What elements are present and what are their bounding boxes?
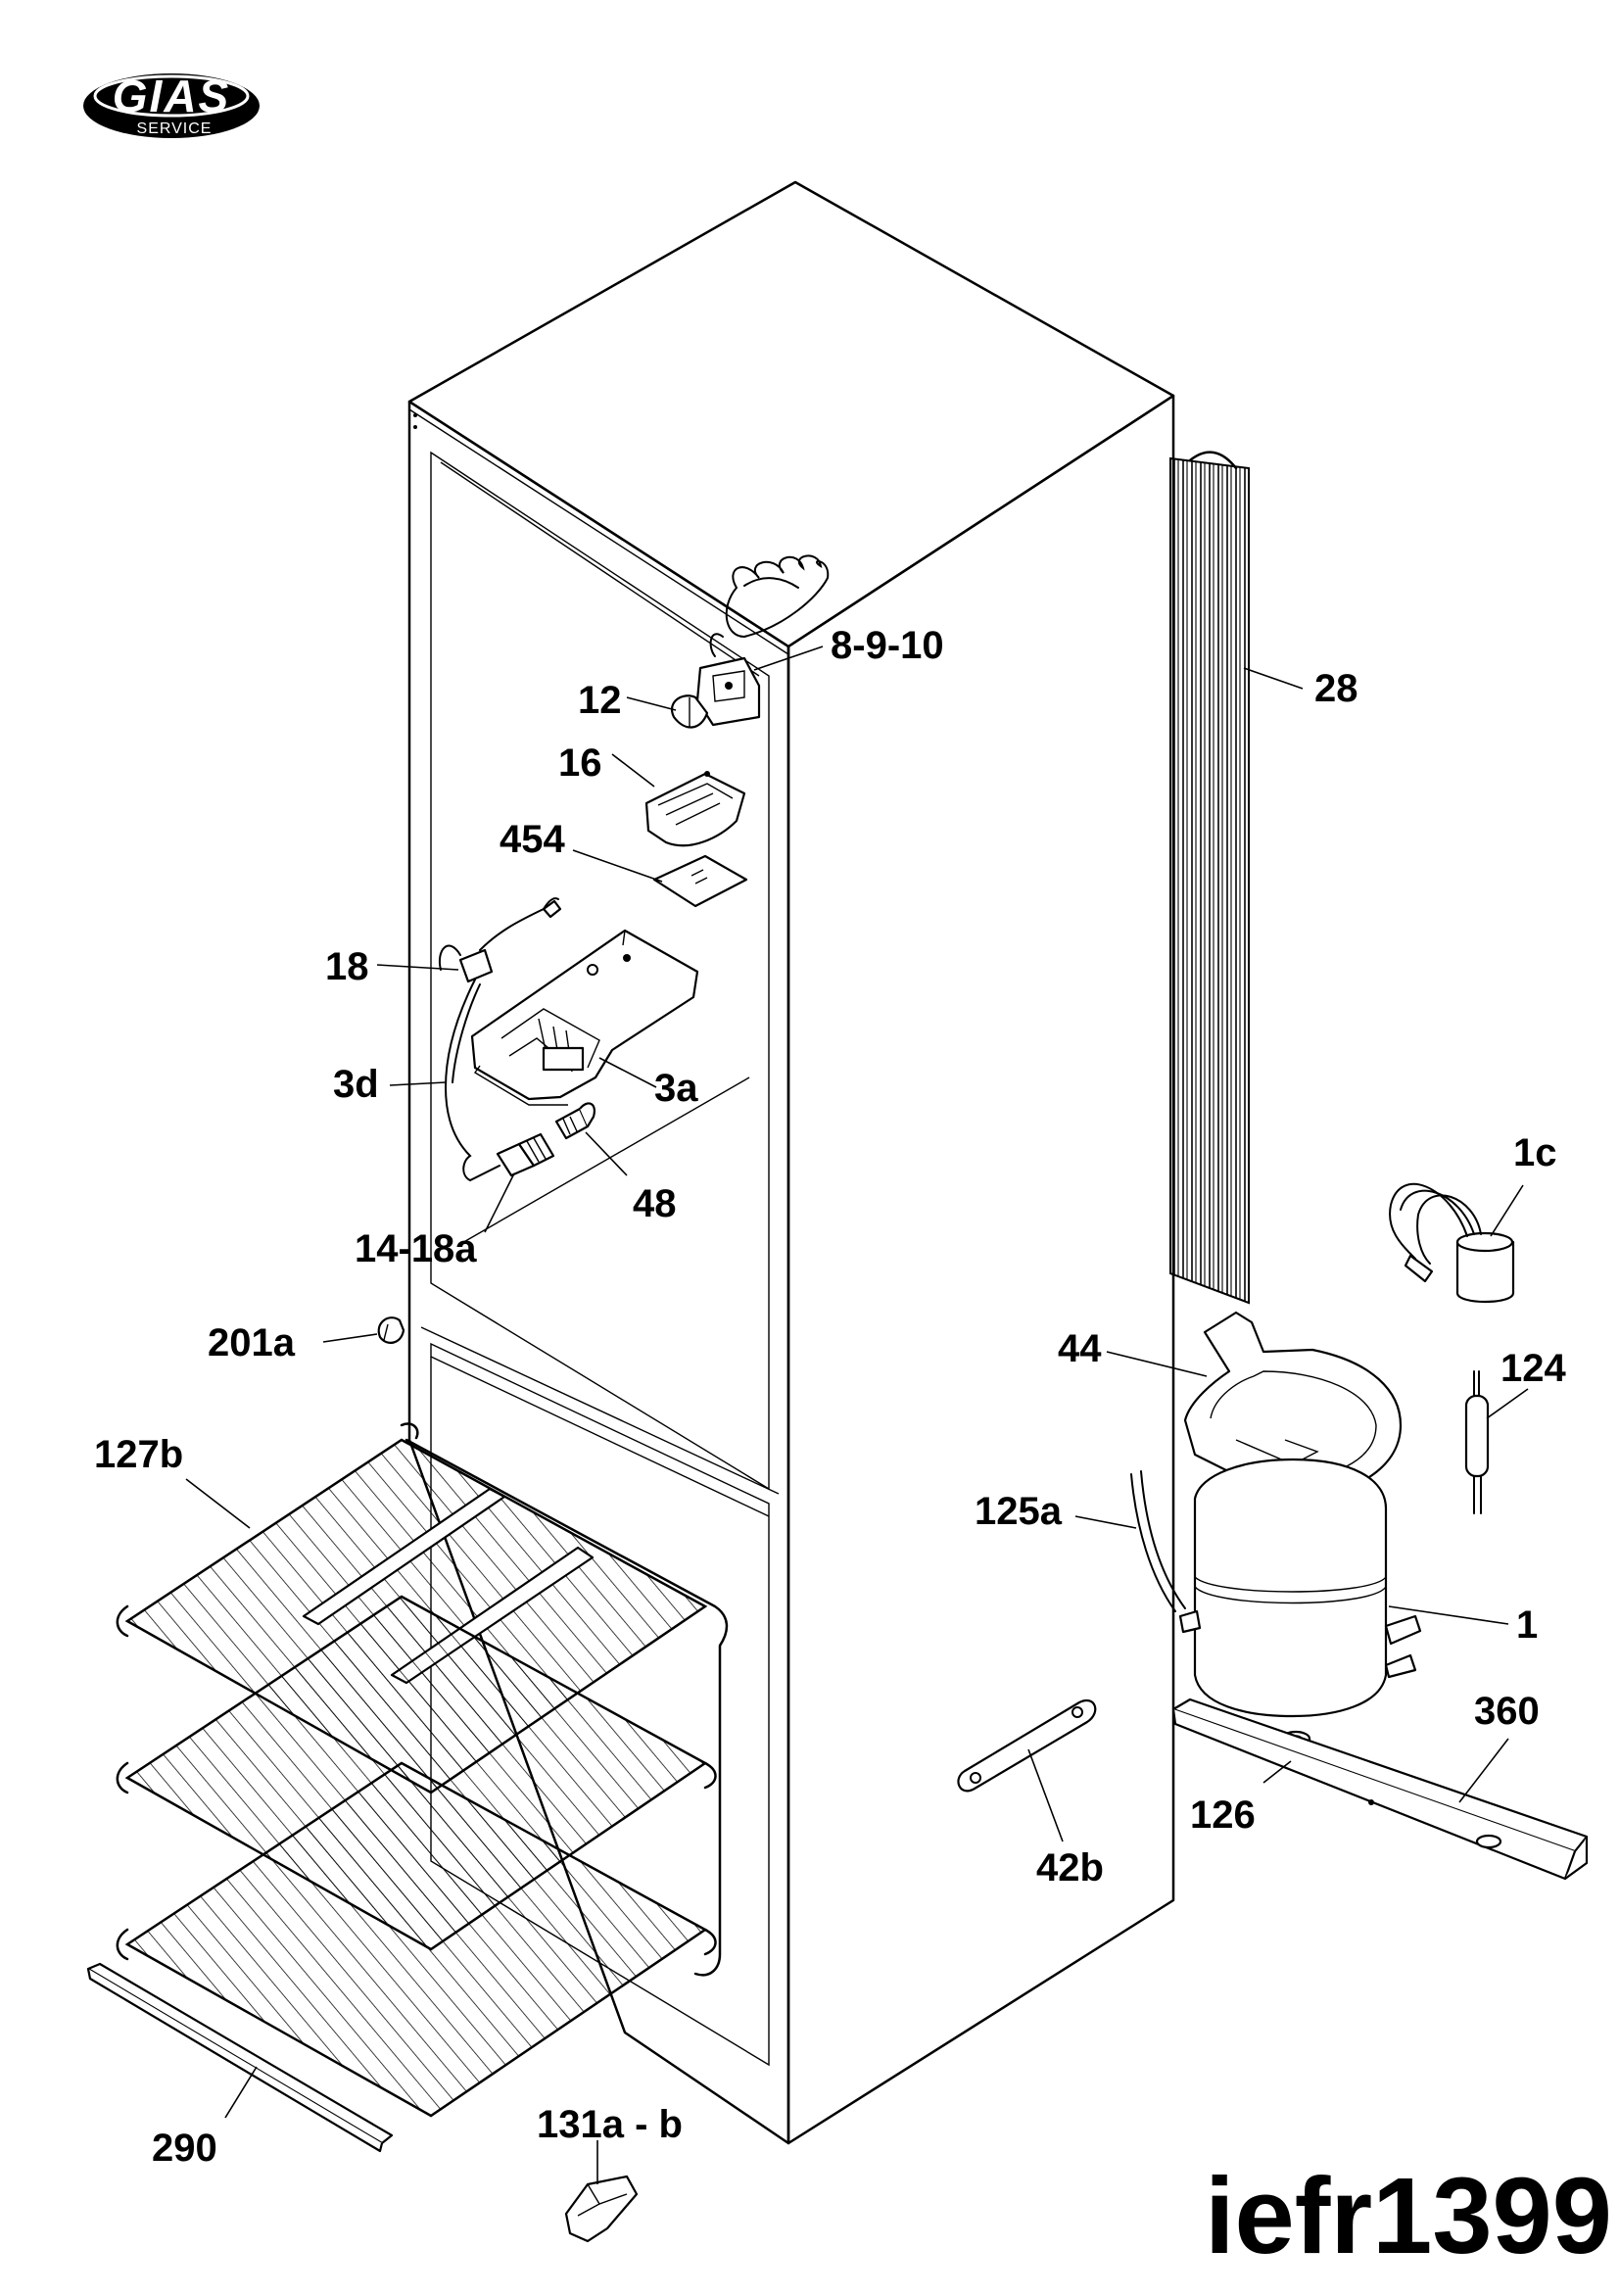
callout-18: 18 — [325, 945, 369, 988]
wire-shelves — [116, 1422, 729, 2118]
callout-8-9-10: 8-9-10 — [831, 624, 944, 667]
lamp-cover — [644, 771, 746, 847]
condenser — [1169, 451, 1250, 1305]
lamp-holder — [496, 1132, 555, 1177]
callout-16: 16 — [558, 741, 602, 785]
callout-126: 126 — [1190, 1794, 1256, 1837]
callout-labels: 8-9-10 12 16 454 18 3d 3a 48 14-18a 201a… — [94, 624, 1566, 2170]
callout-201a: 201a — [208, 1321, 296, 1364]
callout-14-18a: 14-18a — [355, 1227, 477, 1270]
callout-28: 28 — [1314, 667, 1358, 710]
callout-1: 1 — [1516, 1603, 1538, 1647]
plug-cap — [377, 1316, 405, 1344]
callout-127b: 127b — [94, 1433, 183, 1476]
logo-brand-text: GIAS — [113, 71, 230, 121]
callout-290: 290 — [152, 2127, 217, 2170]
diagram-code: iefr1399 — [1205, 2156, 1612, 2276]
callout-12: 12 — [578, 679, 622, 722]
brand-logo: GIAS SERVICE — [83, 71, 260, 138]
callout-125a: 125a — [975, 1490, 1063, 1533]
logo-subtitle-text: SERVICE — [137, 120, 213, 137]
leader-lines — [185, 646, 1529, 2184]
compressor — [1130, 1458, 1422, 1718]
callout-131a-b: 131a - b — [537, 2103, 683, 2146]
thermostat-knob — [671, 694, 709, 729]
fridge-cabinet — [407, 180, 1175, 2145]
drip-tray — [1183, 1311, 1403, 1501]
callout-3d: 3d — [333, 1063, 379, 1106]
lamp-housing-assembly — [438, 897, 699, 1182]
support-bracket — [957, 1699, 1097, 1793]
thermostat-assembly — [695, 554, 830, 727]
door-bar — [86, 1962, 394, 2153]
callout-124: 124 — [1500, 1347, 1566, 1390]
callout-360: 360 — [1474, 1690, 1540, 1733]
callout-44: 44 — [1058, 1327, 1102, 1370]
hinge-part — [564, 2175, 639, 2243]
callout-3a: 3a — [654, 1067, 698, 1110]
capacitor — [1389, 1182, 1515, 1303]
callout-1c: 1c — [1513, 1131, 1557, 1174]
compressor-rail — [1171, 1698, 1589, 1881]
callout-42b: 42b — [1036, 1846, 1104, 1889]
lamp-bulb — [554, 1102, 595, 1140]
dryer-filter — [1464, 1370, 1490, 1514]
callout-48: 48 — [633, 1182, 677, 1225]
label-plate — [652, 854, 748, 908]
callout-454: 454 — [500, 818, 565, 861]
